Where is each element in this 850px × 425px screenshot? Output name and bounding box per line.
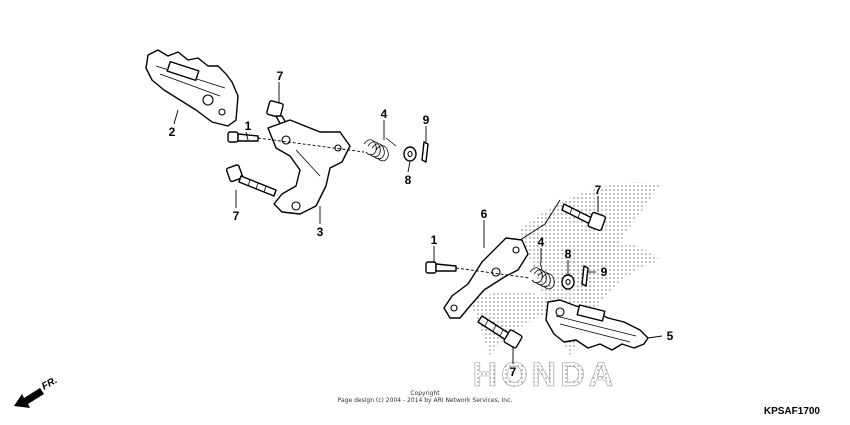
callout-lower-1: 1 [431,233,438,247]
callout-lower-9: 9 [601,265,608,279]
lower-assembly-axis-line [455,267,531,279]
callout-upper-2: 2 [169,125,176,139]
callout-lower-5: 5 [667,329,674,343]
callout-lower-6: 6 [481,207,488,221]
callout-upper-3: 3 [317,225,324,239]
callout-lower-7a: 7 [595,183,602,197]
upper-cotter-pin-part-9 [421,141,429,163]
callout-lower-4: 4 [538,235,545,249]
callout-upper-1: 1 [245,119,252,133]
callout-upper-7b: 7 [233,209,240,223]
callout-upper-4: 4 [381,107,388,121]
upper-pin-part-1 [227,131,259,143]
copyright-line-1: Copyright [410,390,440,397]
lower-bolt-part-7-top [561,203,607,232]
upper-bracket-part-3 [267,119,351,215]
callout-upper-7a: 7 [277,69,284,83]
upper-bolt-part-7-bottom [225,164,277,197]
callout-lower-7b: 7 [510,365,517,379]
lower-bracket-part-6 [443,237,529,319]
lower-footpeg-part-5 [545,299,649,351]
honda-watermark-text: HONDA [473,356,618,394]
upper-assembly-axis-line [257,137,365,153]
copyright-line-2: Page design (c) 2004 - 2014 by ARI Netwo… [338,397,513,404]
upper-washer-part-8 [403,146,417,162]
front-direction-label: FR. [40,375,59,393]
lower-cotter-pin-part-9 [581,265,589,287]
lower-bolt-part-7-bottom [477,315,523,349]
lower-pin-part-1 [425,261,457,274]
front-direction-arrow-icon [14,388,44,408]
callout-upper-8: 8 [405,173,412,187]
upper-leader-lines [173,82,427,224]
lower-spring-part-4 [529,261,555,290]
lower-leader-lines [433,196,663,364]
lower-washer-part-8 [561,274,575,290]
upper-footpeg-part-2 [145,49,239,127]
upper-spring-part-4 [363,137,397,162]
callout-upper-9: 9 [423,113,430,127]
diagram-code: KPSAF1700 [764,406,821,417]
callout-lower-8: 8 [565,247,572,261]
